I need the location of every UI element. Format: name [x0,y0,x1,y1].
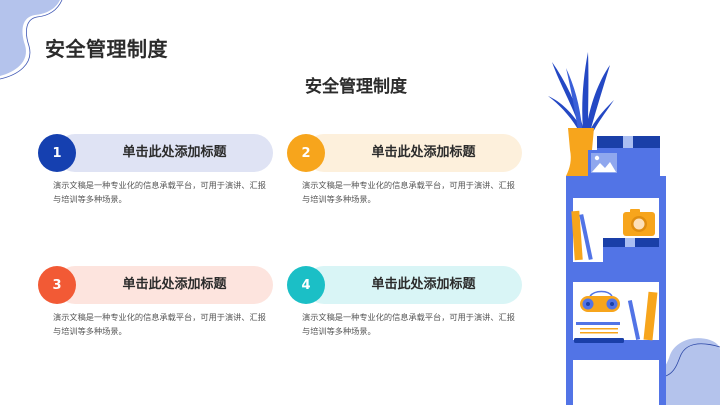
camera-icon [623,209,655,236]
card-header[interactable]: 3 单击此处添加标题 [38,266,273,304]
card-4: 4 单击此处添加标题 演示文稿是一种专业化的信息承载平台，可用于演讲、汇报与培训… [287,266,522,338]
shelf-top [566,176,666,184]
decorative-blob-top-left [0,0,63,80]
card-title[interactable]: 单击此处添加标题 [371,277,476,292]
page-title: 安全管理制度 [45,37,168,61]
card-title[interactable]: 单击此处添加标题 [122,145,227,160]
card-1: 1 单击此处添加标题 演示文稿是一种专业化的信息承载平台，可用于演讲、汇报与培训… [38,134,273,206]
card-description[interactable]: 演示文稿是一种专业化的信息承载平台，可用于演讲、汇报与培训等多种场景。 [302,312,515,336]
card-header[interactable]: 4 单击此处添加标题 [287,266,522,304]
card-2: 2 单击此处添加标题 演示文稿是一种专业化的信息承载平台，可用于演讲、汇报与培训… [287,134,522,206]
binoculars-icon [580,290,620,312]
plant-icon [548,52,614,134]
card-description[interactable]: 演示文稿是一种专业化的信息承载平台，可用于演讲、汇报与培训等多种场景。 [53,312,266,336]
number-badge: 4 [287,266,325,304]
number-badge: 2 [287,134,325,172]
title-pill [305,266,522,304]
title-pill [56,134,273,172]
number-badge: 3 [38,266,76,304]
number-badge: 1 [38,134,76,172]
card-description[interactable]: 演示文稿是一种专业化的信息承载平台，可用于演讲、汇报与培训等多种场景。 [302,180,515,204]
card-header[interactable]: 2 单击此处添加标题 [287,134,522,172]
card-3: 3 单击此处添加标题 演示文稿是一种专业化的信息承载平台，可用于演讲、汇报与培训… [38,266,273,338]
title-pill [56,266,273,304]
picture-frame-icon [588,150,620,176]
bookshelf-illustration [548,52,666,405]
section-title: 安全管理制度 [305,77,407,97]
card-header[interactable]: 1 单击此处添加标题 [38,134,273,172]
card-description[interactable]: 演示文稿是一种专业化的信息承载平台，可用于演讲、汇报与培训等多种场景。 [53,180,266,204]
card-title[interactable]: 单击此处添加标题 [371,145,476,160]
books-icon [571,210,593,261]
title-pill [305,134,522,172]
card-title[interactable]: 单击此处添加标题 [122,277,227,292]
